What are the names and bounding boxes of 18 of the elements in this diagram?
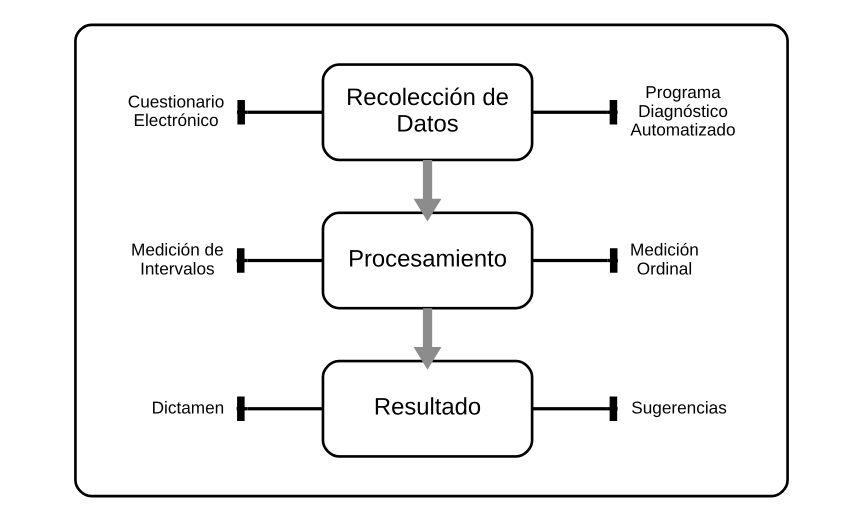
node-text: Cuestionario Electrónico <box>127 90 224 130</box>
connector <box>236 248 322 272</box>
node-box: Procesamiento <box>321 211 533 309</box>
node-text: Programa Diagnóstico Automatizado <box>630 82 736 139</box>
node-text: Sugerencias <box>630 396 726 417</box>
connector <box>236 100 322 124</box>
connector <box>532 100 618 124</box>
connector <box>532 396 618 420</box>
node-text: Medición de Intervalos <box>130 239 224 278</box>
node-text: Medición Ordinal <box>630 239 698 278</box>
connector <box>236 396 322 420</box>
node-box: Recolección de Datos <box>321 62 533 161</box>
node-text: Dictamen <box>151 396 224 417</box>
cluster <box>74 23 788 497</box>
arrow <box>413 160 441 222</box>
arrow <box>413 308 441 370</box>
node-box: Resultado <box>321 359 533 458</box>
connector <box>532 248 618 272</box>
